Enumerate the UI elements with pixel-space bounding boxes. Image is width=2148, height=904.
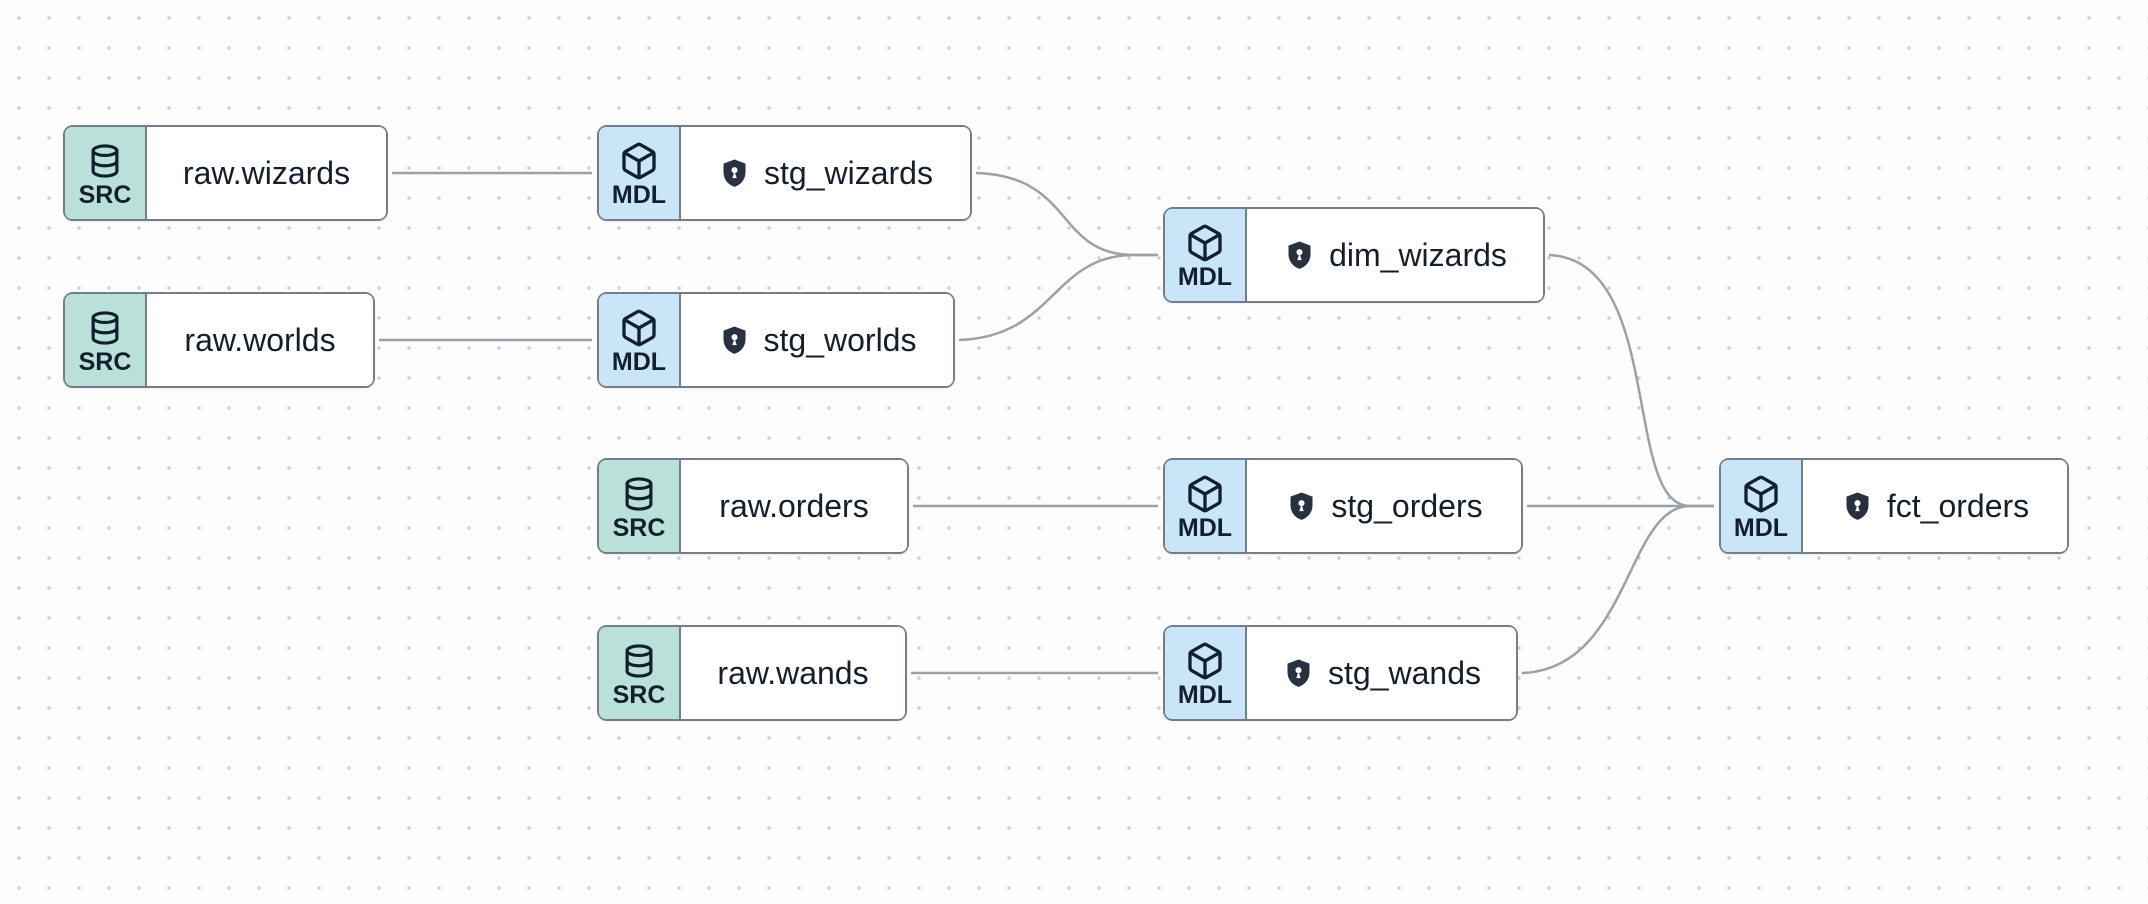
node-raw-worlds[interactable]: SRC raw.worlds: [63, 292, 375, 388]
shield-lock-icon: [718, 322, 751, 359]
shield-lock-icon: [1841, 488, 1874, 525]
database-icon: [620, 641, 658, 681]
source-badge: SRC: [65, 294, 147, 386]
node-label-area: raw.worlds: [147, 294, 373, 386]
node-label-area: fct_orders: [1803, 460, 2067, 552]
node-stg-wands[interactable]: MDL stg_wands: [1163, 625, 1518, 721]
node-dim-wizards[interactable]: MDL dim_wizards: [1163, 207, 1545, 303]
shield-lock-icon: [718, 155, 751, 192]
node-label: stg_wizards: [764, 155, 933, 191]
edge-stg-worlds-to-dim-wizards: [958, 253, 1158, 342]
node-stg-worlds[interactable]: MDL stg_worlds: [597, 292, 955, 388]
model-badge: MDL: [1721, 460, 1803, 552]
source-badge: SRC: [599, 627, 681, 719]
node-stg-wizards[interactable]: MDL stg_wizards: [597, 125, 972, 221]
node-fct-orders[interactable]: MDL fct_orders: [1719, 458, 2069, 554]
cube-icon: [619, 141, 659, 181]
node-label: dim_wizards: [1329, 237, 1507, 273]
badge-label: SRC: [78, 347, 132, 376]
node-label-area: dim_wizards: [1247, 209, 1543, 301]
cube-icon: [619, 308, 659, 348]
model-badge: MDL: [599, 294, 681, 386]
node-label: raw.orders: [719, 488, 869, 524]
node-label: raw.worlds: [184, 322, 336, 358]
node-label-area: stg_wizards: [681, 127, 970, 219]
model-badge: MDL: [599, 127, 681, 219]
badge-label: MDL: [1177, 680, 1233, 709]
node-label-area: stg_orders: [1247, 460, 1521, 552]
badge-label: MDL: [1177, 513, 1233, 542]
node-label-area: raw.wizards: [147, 127, 386, 219]
node-label-area: stg_wands: [1247, 627, 1516, 719]
badge-label: MDL: [611, 347, 667, 376]
badge-label: SRC: [612, 680, 666, 709]
model-badge: MDL: [1165, 209, 1247, 301]
node-raw-wizards[interactable]: SRC raw.wizards: [63, 125, 388, 221]
node-stg-orders[interactable]: MDL stg_orders: [1163, 458, 1523, 554]
edge-stg-wands-to-fct-orders: [1521, 504, 1714, 675]
node-label: raw.wizards: [182, 155, 351, 191]
edge-dim-wizards-to-fct-orders: [1548, 253, 1714, 508]
database-icon: [86, 141, 124, 181]
badge-label: SRC: [78, 180, 132, 209]
node-raw-wands[interactable]: SRC raw.wands: [597, 625, 907, 721]
badge-label: MDL: [1177, 262, 1233, 291]
shield-lock-icon: [1285, 488, 1318, 525]
node-label-area: raw.wands: [681, 627, 905, 719]
edge-stg-wizards-to-dim-wizards: [975, 171, 1158, 257]
model-badge: MDL: [1165, 460, 1247, 552]
node-label-area: raw.orders: [681, 460, 907, 552]
node-label: stg_wands: [1328, 655, 1481, 691]
node-raw-orders[interactable]: SRC raw.orders: [597, 458, 909, 554]
model-badge: MDL: [1165, 627, 1247, 719]
cube-icon: [1185, 641, 1225, 681]
badge-label: SRC: [612, 513, 666, 542]
node-label: raw.wands: [717, 655, 869, 691]
database-icon: [620, 474, 658, 514]
node-label-area: stg_worlds: [681, 294, 953, 386]
cube-icon: [1741, 474, 1781, 514]
shield-lock-icon: [1283, 237, 1316, 274]
badge-label: MDL: [1733, 513, 1789, 542]
badge-label: MDL: [611, 180, 667, 209]
node-label: stg_worlds: [763, 322, 917, 358]
source-badge: SRC: [65, 127, 147, 219]
node-label: stg_orders: [1331, 488, 1483, 524]
cube-icon: [1185, 223, 1225, 263]
node-label: fct_orders: [1886, 488, 2030, 524]
cube-icon: [1185, 474, 1225, 514]
shield-lock-icon: [1282, 655, 1315, 692]
database-icon: [86, 308, 124, 348]
source-badge: SRC: [599, 460, 681, 552]
